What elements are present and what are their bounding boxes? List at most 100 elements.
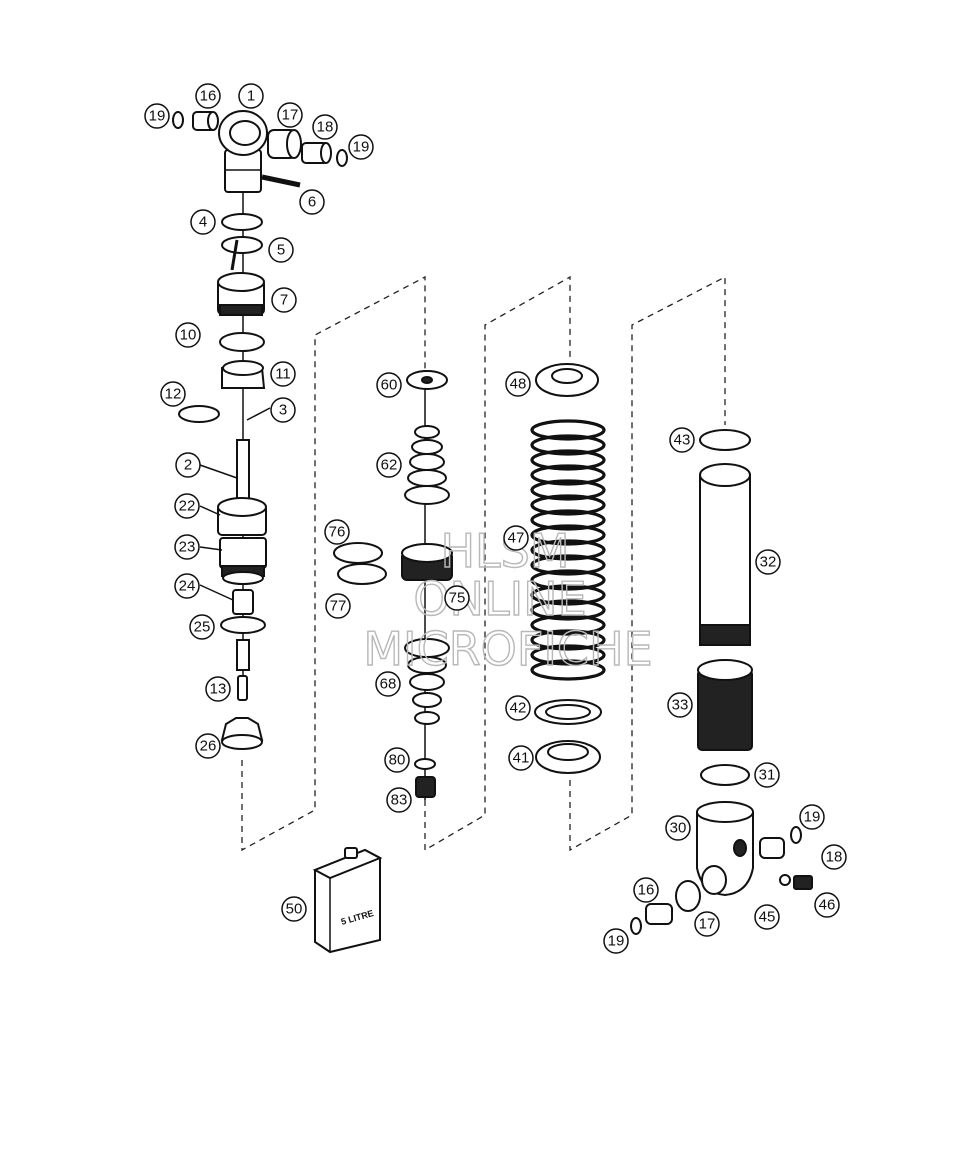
svg-text:23: 23 — [179, 539, 196, 556]
callout-4: 4 — [190, 209, 216, 235]
callout-41: 41 — [508, 745, 534, 771]
svg-text:16: 16 — [638, 882, 655, 899]
callout-42: 42 — [505, 695, 531, 721]
callout-19: 19 — [348, 134, 374, 160]
callout-2: 2 — [175, 452, 201, 478]
svg-text:18: 18 — [826, 849, 843, 866]
top-bushings — [172, 111, 348, 188]
svg-text:50: 50 — [286, 901, 303, 918]
callout-26: 26 — [195, 733, 221, 759]
top-eye-part — [218, 110, 268, 193]
svg-text:76: 76 — [329, 524, 346, 541]
callout-5: 5 — [268, 237, 294, 263]
spring-coil — [530, 629, 606, 651]
callout-68: 68 — [375, 671, 401, 697]
callout-25: 25 — [189, 614, 215, 640]
spring-coil — [530, 539, 606, 561]
callout-30: 30 — [665, 815, 691, 841]
spring-coil — [530, 449, 606, 471]
spring-coil — [530, 569, 606, 591]
spring-coil — [530, 524, 606, 546]
callout-10: 10 — [175, 322, 201, 348]
callout-3: 3 — [270, 397, 296, 423]
svg-text:41: 41 — [513, 750, 530, 767]
callout-17: 17 — [277, 102, 303, 128]
callout-24: 24 — [174, 573, 200, 599]
callout-19: 19 — [799, 804, 825, 830]
callout-62: 62 — [376, 452, 402, 478]
callout-33: 33 — [667, 692, 693, 718]
callout-11: 11 — [270, 361, 296, 387]
callout-23: 23 — [174, 534, 200, 560]
svg-text:60: 60 — [381, 377, 398, 394]
svg-text:47: 47 — [508, 530, 525, 547]
svg-text:46: 46 — [819, 897, 836, 914]
callout-6: 6 — [299, 189, 325, 215]
callout-45: 45 — [754, 904, 780, 930]
callout-1: 1 — [238, 83, 264, 109]
callout-16: 16 — [633, 877, 659, 903]
svg-text:2: 2 — [184, 457, 192, 474]
callout-7: 7 — [271, 287, 297, 313]
svg-text:45: 45 — [759, 909, 776, 926]
body-assembly — [630, 429, 813, 935]
svg-text:7: 7 — [280, 292, 288, 309]
callout-18: 18 — [821, 844, 847, 870]
watermark-line-3: MICROFICHE — [363, 622, 652, 676]
svg-text:12: 12 — [165, 386, 182, 403]
callout-83: 83 — [386, 787, 412, 813]
damper-rod-assembly — [172, 110, 348, 750]
svg-text:11: 11 — [275, 366, 291, 383]
svg-text:19: 19 — [149, 108, 166, 125]
svg-text:68: 68 — [380, 676, 397, 693]
watermark-line-2: ONLINE — [413, 572, 586, 626]
spring-coil — [530, 599, 606, 621]
assembly-guide-lines — [241, 275, 726, 852]
spring-coil — [530, 614, 606, 636]
svg-text:31: 31 — [759, 767, 776, 784]
spring-coil — [530, 494, 606, 516]
svg-text:77: 77 — [330, 598, 347, 615]
callout-47: 47 — [503, 525, 529, 551]
callout-46: 46 — [814, 892, 840, 918]
svg-text:26: 26 — [200, 738, 217, 755]
callout-80: 80 — [384, 747, 410, 773]
adjuster-part — [217, 272, 265, 316]
svg-text:19: 19 — [804, 809, 821, 826]
callout-43: 43 — [669, 427, 695, 453]
svg-text:42: 42 — [510, 700, 527, 717]
shim-stack-assembly — [333, 370, 453, 800]
callout-19: 19 — [603, 928, 629, 954]
oil-can: 5 LITRE — [312, 847, 383, 954]
svg-text:24: 24 — [179, 578, 196, 595]
watermark: HLSM ONLINE MICROFICHE — [363, 523, 654, 676]
spring-coil — [530, 584, 606, 606]
spring-coil — [530, 479, 606, 501]
spring-coil — [530, 464, 606, 486]
callout-75: 75 — [444, 585, 470, 611]
svg-text:10: 10 — [180, 327, 197, 344]
spring-coil — [530, 419, 606, 441]
svg-text:6: 6 — [308, 194, 316, 211]
svg-text:32: 32 — [760, 554, 777, 571]
svg-text:17: 17 — [699, 916, 716, 933]
svg-text:22: 22 — [179, 498, 196, 515]
svg-text:33: 33 — [672, 697, 689, 714]
svg-text:19: 19 — [353, 139, 370, 156]
callout-48: 48 — [505, 371, 531, 397]
svg-text:43: 43 — [674, 432, 691, 449]
svg-text:17: 17 — [282, 107, 299, 124]
spring-assembly — [530, 363, 606, 774]
spring-coils — [530, 419, 606, 681]
svg-text:80: 80 — [389, 752, 406, 769]
svg-text:62: 62 — [381, 457, 398, 474]
callout-60: 60 — [376, 372, 402, 398]
spring-coil — [530, 659, 606, 681]
svg-text:3: 3 — [279, 402, 287, 419]
leader-lines — [199, 407, 271, 601]
svg-text:48: 48 — [510, 376, 527, 393]
svg-text:30: 30 — [670, 820, 687, 837]
spring-coil — [530, 434, 606, 456]
callout-17: 17 — [694, 911, 720, 937]
